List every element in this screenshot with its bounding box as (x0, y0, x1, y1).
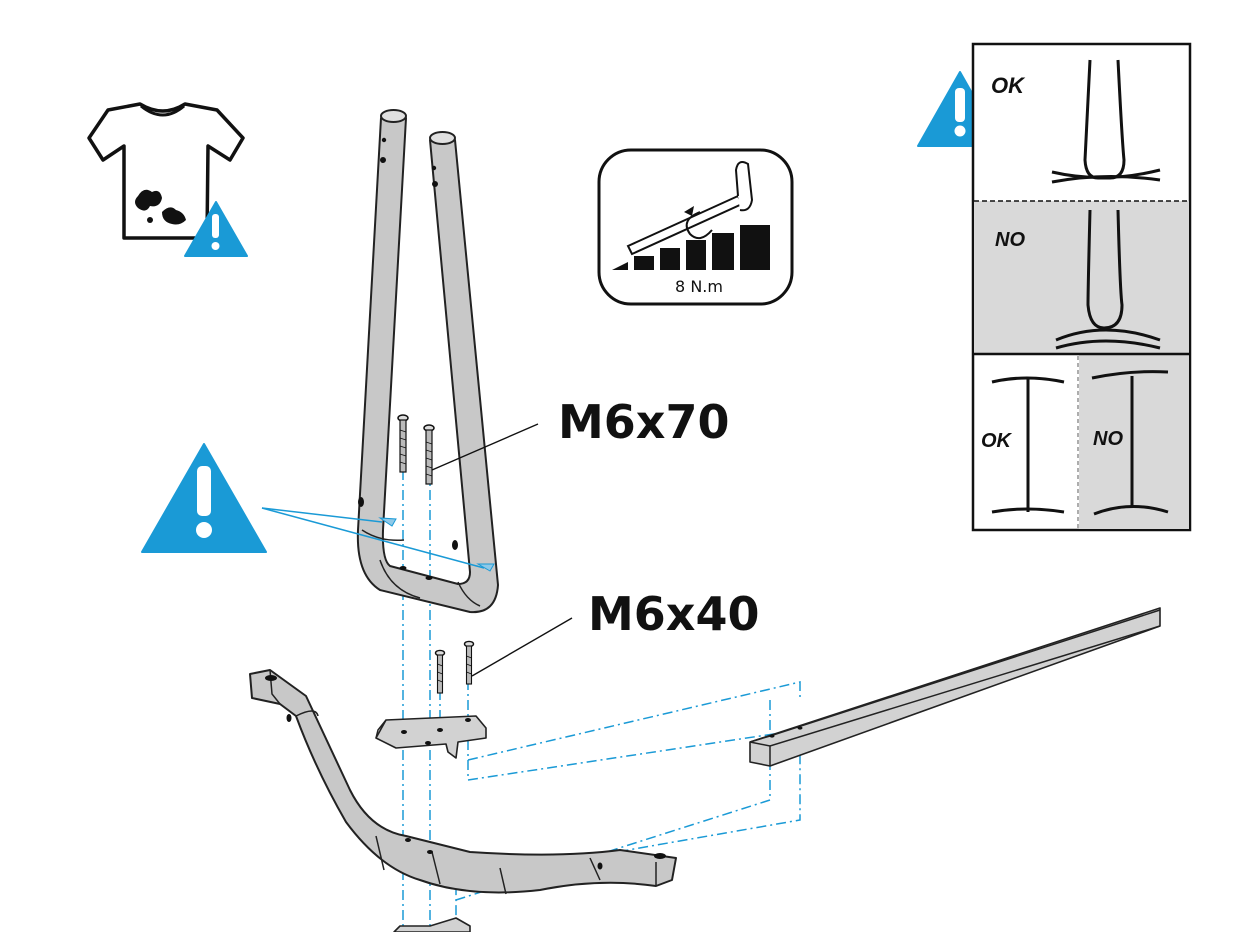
bottom-ok-label: OK (981, 430, 1013, 452)
leader-line (431, 423, 539, 471)
warning-icon (141, 443, 267, 553)
bolt-m6x70 (397, 414, 435, 485)
crossbar-part (749, 607, 1161, 767)
bottom-no-label: NO (1093, 428, 1123, 450)
bolt-m6x40 (434, 640, 475, 694)
curved-base-part (249, 669, 677, 895)
torque-label: 8 N.m (675, 277, 723, 296)
top-ok-label: OK (991, 73, 1026, 98)
bolt-m6x40-label: M6x40 (588, 587, 759, 641)
middle-no-label: NO (995, 229, 1025, 251)
check-panel: OK NO OK NO (971, 42, 1192, 532)
warning-icon (184, 201, 248, 257)
leader-line (471, 617, 573, 677)
dirty-shirt-icon (87, 102, 248, 257)
hex-key-torque-icon: 8 N.m (597, 148, 794, 306)
bracket-plate (375, 715, 487, 759)
lower-part-fragment (393, 917, 471, 932)
bolt-m6x70-label: M6x70 (558, 395, 729, 449)
u-frame-part (356, 109, 499, 614)
warning-pointers (261, 507, 495, 572)
